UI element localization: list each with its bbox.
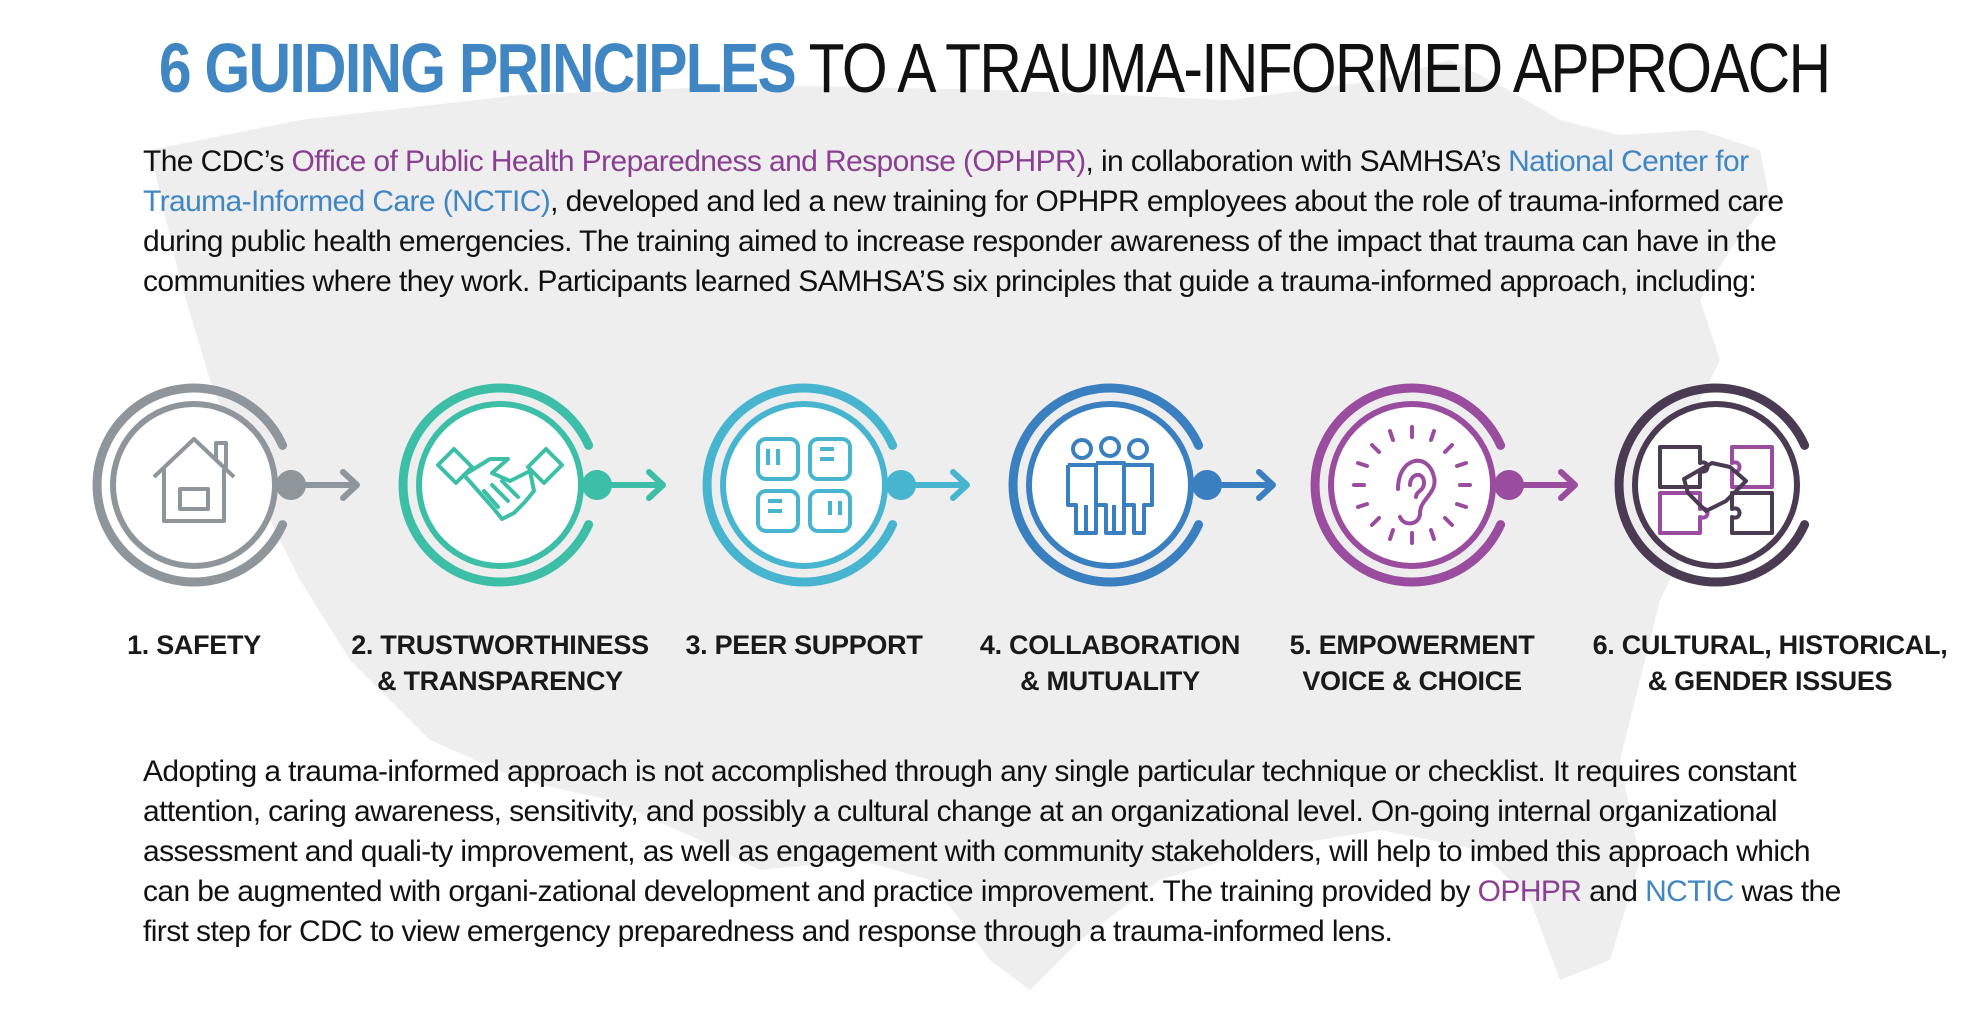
inner-ring [1026,401,1194,569]
principle-label-2-line2: & TRANSPARENCY [377,666,623,696]
connector-arrow [1216,469,1276,501]
outer-ring [92,383,288,587]
inner-ring [1632,401,1800,569]
outer-ring [1614,383,1810,587]
closing-text-2: and [1581,875,1646,908]
principle-label-3: 3. PEER SUPPORT [674,627,934,663]
principle-label-4: 4. COLLABORATION & MUTUALITY [960,627,1260,699]
principle-label-6: 6. CULTURAL, HISTORICAL, & GENDER ISSUES [1580,627,1960,699]
page-title: 6 GUIDING PRINCIPLES TO A TRAUMA-INFORME… [158,28,1831,108]
closing-text-3: was the first step for CDC to view emerg… [143,875,1841,948]
principle-label-5: 5. EMPOWERMENT VOICE & CHOICE [1272,627,1552,699]
people-group-icon [1066,436,1154,535]
title-accent: 6 GUIDING PRINCIPLES [158,29,797,107]
inner-ring [720,401,888,569]
title-rest: TO A TRAUMA-INFORMED APPROACH [795,29,1831,107]
outer-ring [1008,383,1204,587]
outer-ring [1310,383,1506,587]
principle-ring-1 [92,383,360,587]
handshake-icon [436,447,564,521]
principle-label-6-line2: & GENDER ISSUES [1647,666,1893,696]
connector-dot [582,470,612,500]
connector-arrow [300,469,360,501]
intro-text-3: , developed and led a new training for O… [143,185,1784,298]
intro-paragraph: The CDC’s Office of Public Health Prepar… [143,142,1843,302]
principle-label-2-line1: 2. TRUSTWORTHINESS [351,630,649,660]
principle-label-4-line1: 4. COLLABORATION [979,630,1241,660]
outer-ring [702,383,898,587]
intro-text-2: , in collaboration with SAMHSA’s [1085,145,1509,178]
principle-label-1-line1: 1. SAFETY [127,630,261,660]
principle-ring-6 [1614,383,1810,587]
principle-ring-3 [702,383,970,587]
principle-label-6-line1: 6. CULTURAL, HISTORICAL, [1592,630,1948,660]
outer-ring [398,383,594,587]
principle-label-2: 2. TRUSTWORTHINESS & TRANSPARENCY [330,627,670,699]
principle-label-4-line2: & MUTUALITY [1020,666,1200,696]
connector-arrow [1518,469,1578,501]
principle-label-1: 1. SAFETY [94,627,294,663]
inner-ring [110,401,278,569]
ophpr-link-2[interactable]: OPHPR [1477,875,1582,908]
closing-text-1: Adopting a trauma-informed approach is n… [143,755,1811,908]
intro-text-1: The CDC’s [143,145,292,178]
nctic-link[interactable]: National Center for Trauma-Informed Care… [143,145,1749,218]
connector-dot [886,470,916,500]
connector-dot [1494,470,1524,500]
connector-arrow [606,469,666,501]
principle-label-5-line1: 5. EMPOWERMENT [1289,630,1535,660]
connector-dot [1192,470,1222,500]
puzzle-handshake-icon [1658,445,1774,535]
ophpr-link[interactable]: Office of Public Health Preparedness and… [291,145,1086,178]
principle-label-3-line1: 3. PEER SUPPORT [685,630,923,660]
principle-label-5-line2: VOICE & CHOICE [1302,666,1522,696]
principle-ring-4 [1008,383,1276,587]
connector-dot [276,470,306,500]
connector-arrow [910,469,970,501]
nctic-link-2[interactable]: NCTIC [1645,875,1734,908]
house-icon [152,437,236,523]
inner-ring [416,401,584,569]
closing-paragraph: Adopting a trauma-informed approach is n… [143,752,1843,952]
principle-ring-2 [398,383,666,587]
joined-hands-icon [756,437,852,533]
ear-icon [1352,425,1472,545]
